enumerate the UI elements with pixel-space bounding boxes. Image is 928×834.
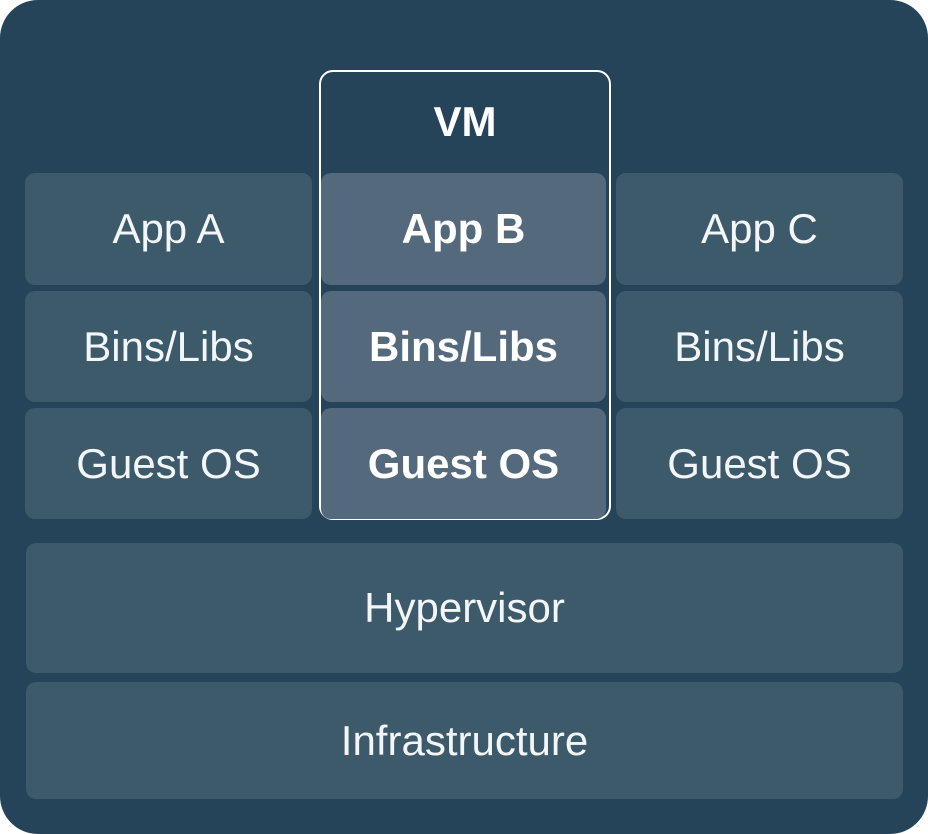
vm-title: VM	[433, 98, 497, 145]
cell-bins-libs-a: Bins/Libs	[25, 291, 312, 402]
cell-bins-libs-c: Bins/Libs	[616, 291, 903, 402]
cell-bins-libs-b: Bins/Libs	[321, 291, 606, 402]
layer-infrastructure: Infrastructure	[26, 682, 903, 799]
cell-app-b: App B	[321, 173, 606, 285]
cell-app-a: App A	[25, 173, 312, 285]
cell-guest-os-a: Guest OS	[25, 408, 312, 519]
vm-container-frame	[319, 70, 611, 520]
cell-guest-os-c: Guest OS	[616, 408, 903, 519]
cell-app-c: App C	[616, 173, 903, 285]
layer-hypervisor: Hypervisor	[26, 543, 903, 673]
cell-guest-os-b: Guest OS	[321, 408, 606, 519]
